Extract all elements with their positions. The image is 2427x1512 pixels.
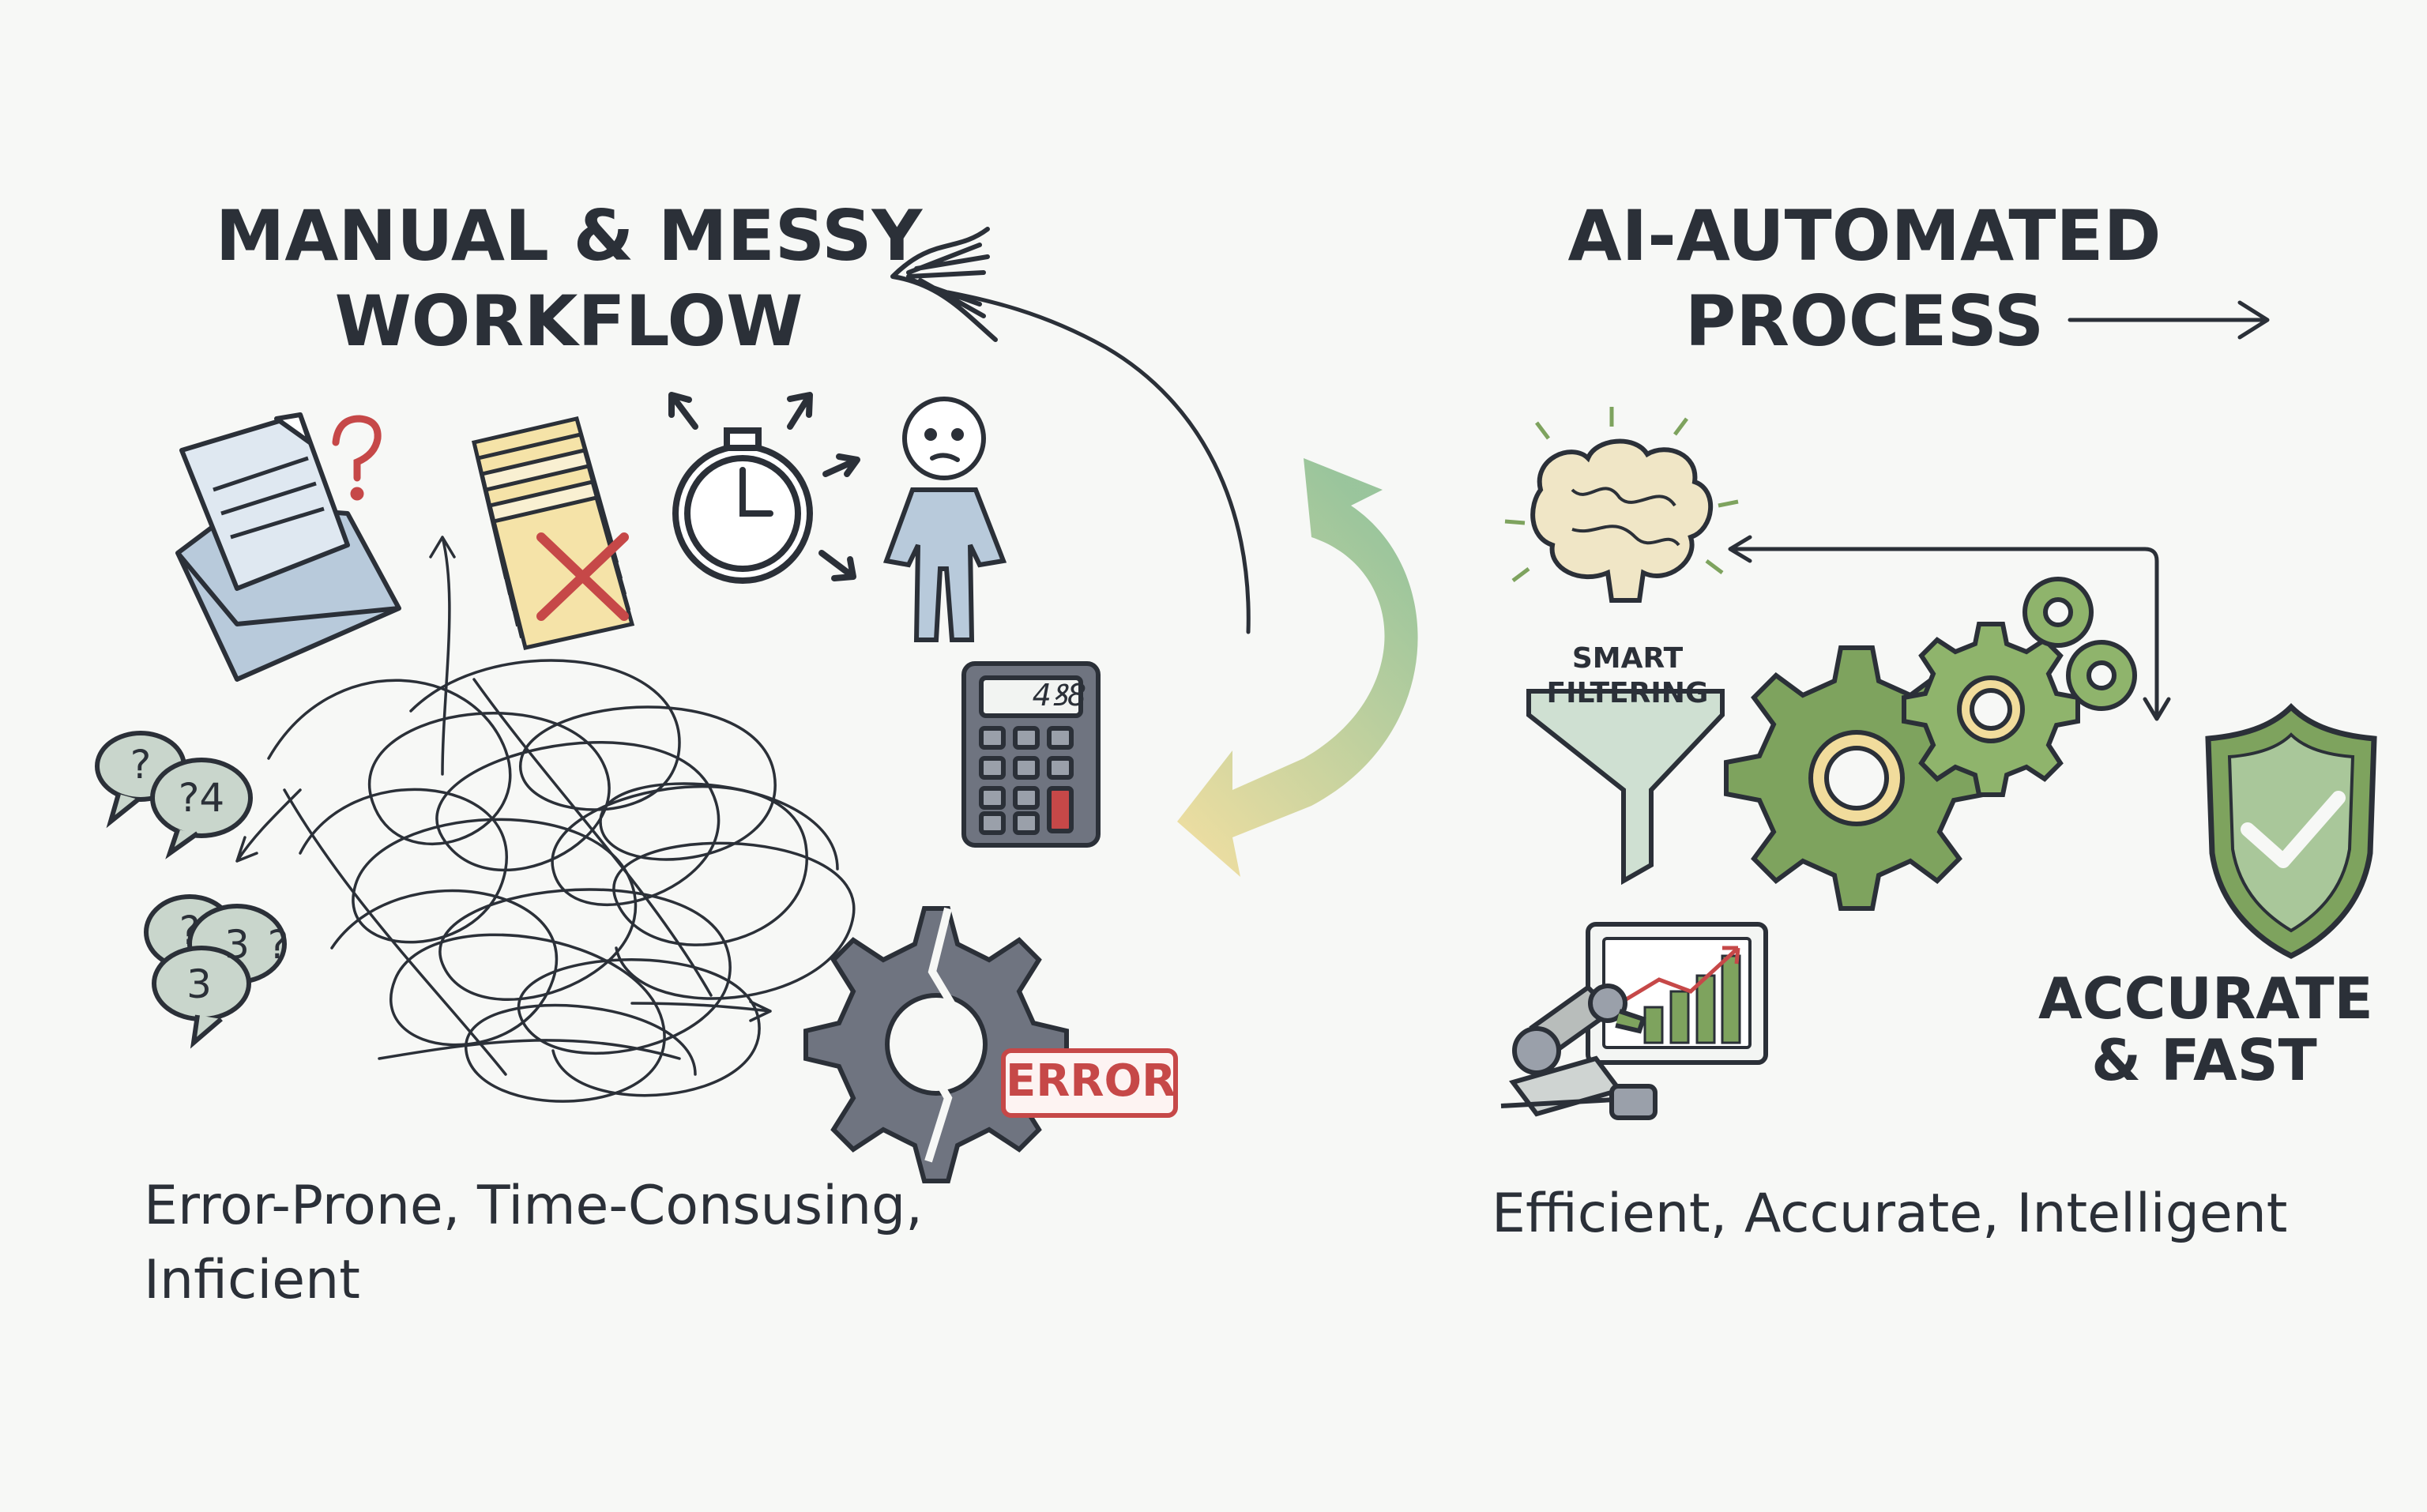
right-panel-caption: Efficient, Accurate, Intelligent [1492,1183,2288,1245]
left-title-line1: MANUAL & MESSY [215,195,923,276]
error-badge [1001,1048,1178,1118]
question-mark-icon [332,415,382,501]
stopwatch-icon [668,392,860,584]
bubble-text-2: ?4 [178,775,225,821]
calculator-icon [961,661,1101,848]
bubble-text-4: 3 [224,922,250,968]
error-badge-label: ERROR [1006,1055,1176,1107]
left-caption-line1: Error-Prone, Time-Consusing, [144,1175,923,1237]
red-x-icon [536,532,629,621]
left-panel-caption: Error-Prone, Time-Consusing, Inficient [144,1169,1092,1318]
bubble-text-3: ? [179,908,201,953]
left-title-line2: WORKFLOW [334,280,803,362]
right-panel-title: AI-AUTOMATED PROCESS [1548,194,2181,364]
tangled-lines-icon [235,536,856,1103]
left-panel-title: MANUAL & MESSY WORKFLOW [190,194,948,364]
speech-bubbles-icon [95,731,287,1049]
paper-stack-icon [471,416,635,650]
accurate-fast-label: ACCURATE & FAST [2038,965,2373,1093]
cycle-arrow-icon [1177,458,1418,877]
left-caption-line2: Inficient [144,1249,360,1311]
confused-person-icon [882,397,1007,642]
right-title-line1: AI-AUTOMATED [1567,195,2162,276]
bubble-text-1: ? [130,742,152,788]
gears-icon [1724,577,2137,911]
bubble-text-6: ? [267,922,289,968]
bubble-text-5: 3 [186,961,212,1007]
accurate-line2: & FAST [2091,1027,2317,1093]
feedback-arrow [1728,535,2171,721]
shield-check-icon [2205,703,2377,959]
brain-icon [1504,407,1739,603]
accurate-line1: ACCURATE [2038,965,2373,1032]
calculator-display: 4ꝸ8 [1032,678,1086,713]
funnel-icon [1526,689,1725,886]
scribble-arrow [890,227,1251,634]
arrow-right-icon [2068,300,2270,340]
right-title-line2: PROCESS [1684,280,2045,362]
robot-arm-chart-icon [1500,922,1768,1120]
broken-gear-icon [803,906,1069,1183]
email-document-icon [175,412,401,682]
smart-filtering-label: SMART FILTERING [1546,642,1709,709]
